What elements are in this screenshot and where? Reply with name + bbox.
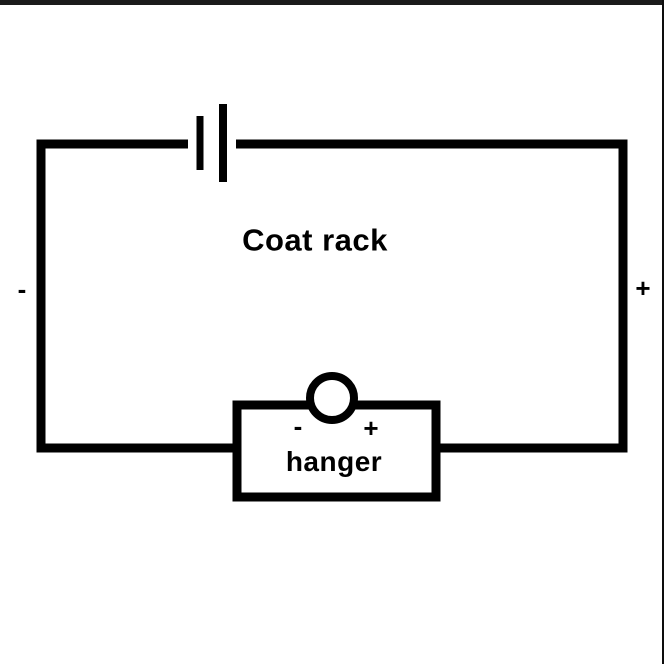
wire-left-loop <box>36 139 240 453</box>
hanger-positive-terminal-label: + <box>363 413 379 443</box>
wire-right-loop <box>236 139 628 453</box>
hanger-terminal-circle-icon <box>306 372 358 424</box>
loop-title-label: Coat rack <box>242 222 388 258</box>
right-wire-polarity-label: + <box>635 273 651 303</box>
window-right-edge <box>662 0 664 664</box>
hanger-negative-terminal-label: - <box>293 411 303 441</box>
window-top-edge <box>0 0 664 5</box>
hanger-component-name-label: hanger <box>285 446 383 477</box>
left-wire-polarity-label: - <box>17 274 27 304</box>
